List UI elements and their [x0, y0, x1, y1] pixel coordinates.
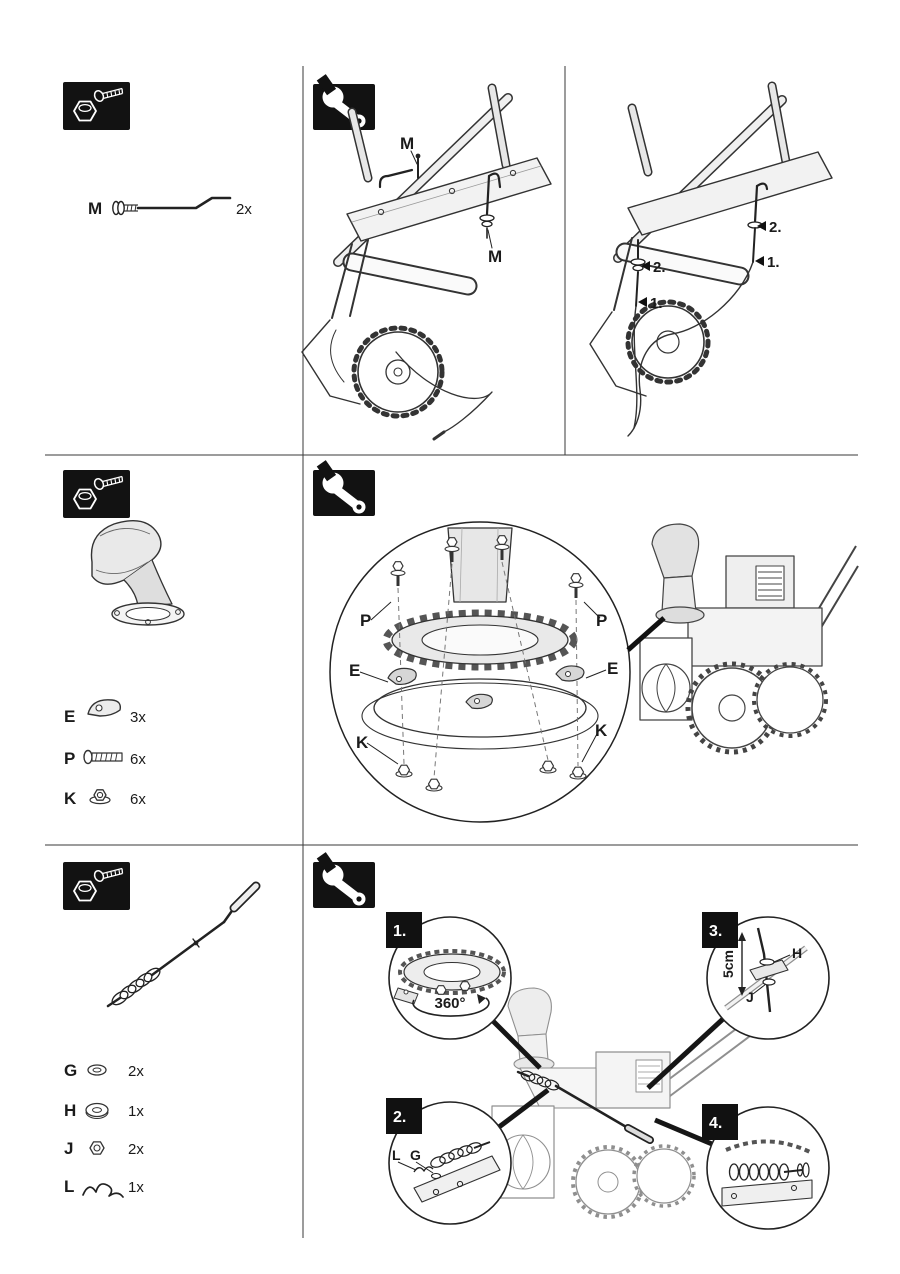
section1: M 2x — [62, 74, 833, 441]
callout-1: 360° 1. — [386, 912, 512, 1040]
part-l-qty: 1x — [128, 1179, 144, 1196]
hardware-kit-icon — [62, 861, 131, 911]
clip-e-group — [387, 665, 585, 710]
label-e-right: E — [607, 659, 618, 678]
label-p-right: P — [596, 611, 607, 630]
step-1-left: 1. — [650, 295, 663, 312]
callout-3-number-box — [702, 912, 738, 948]
part-g-qty: 2x — [128, 1063, 144, 1080]
label-l: L — [392, 1147, 401, 1163]
label-m-top: M — [400, 134, 414, 153]
callout-4-number-box — [702, 1104, 738, 1140]
part-m-key: M — [88, 199, 102, 218]
callout-2: L G 2. — [386, 1098, 512, 1225]
callout-4-number: 4. — [709, 1115, 722, 1132]
part-j-key: J — [64, 1139, 73, 1158]
snowblower-overview-small — [639, 523, 859, 755]
callout-1-number-box — [386, 912, 422, 948]
part-j-drawing — [89, 1141, 105, 1155]
part-e-drawing — [87, 699, 122, 717]
label-j: J — [746, 989, 754, 1005]
part-j-qty: 2x — [128, 1141, 144, 1158]
nut-k-group — [395, 760, 587, 792]
callout-1-number: 1. — [393, 923, 406, 940]
part-m-drawing — [112, 196, 232, 216]
distance-label: 5cm — [720, 950, 736, 978]
part-p-qty: 6x — [130, 751, 146, 768]
part-k-qty: 6x — [130, 791, 146, 808]
part-h-drawing — [85, 1102, 109, 1119]
rotation-label: 360° — [434, 995, 465, 1012]
magnifier-leader-line — [626, 616, 666, 652]
wrench-icon — [313, 74, 375, 130]
part-l-drawing — [82, 1183, 124, 1198]
callout-2-number-box — [386, 1098, 422, 1134]
bolt-p-group — [390, 535, 584, 598]
crank-part-drawing — [106, 881, 261, 1008]
part-l-key: L — [64, 1177, 74, 1196]
section3: G 2x H 1x J 2x L 1x — [62, 852, 830, 1230]
deflector-part-drawing — [90, 520, 185, 626]
step-1-right: 1. — [767, 254, 780, 271]
callout-3-number: 3. — [709, 923, 722, 940]
hardware-kit-icon — [62, 81, 131, 131]
part-h-qty: 1x — [128, 1103, 144, 1120]
hardware-kit-icon — [62, 469, 131, 519]
part-e-qty: 3x — [130, 709, 146, 726]
chute-mount-exploded-view — [329, 521, 631, 823]
part-k-key: K — [64, 789, 77, 808]
part-g-drawing — [87, 1064, 107, 1076]
part-p-drawing — [83, 749, 123, 765]
part-m-qty: 2x — [236, 201, 252, 218]
rod-attachment-diagram — [589, 81, 833, 437]
label-k-left: K — [356, 733, 369, 752]
part-g-key: G — [64, 1061, 77, 1080]
label-k-right: K — [595, 721, 608, 740]
part-h-key: H — [64, 1101, 76, 1120]
step-2-left: 2. — [653, 259, 666, 276]
panel-dividers — [45, 66, 858, 1238]
part-k-drawing — [89, 789, 111, 805]
part-e-key: E — [64, 707, 75, 726]
callout-3: 5cm H J 3. — [702, 912, 830, 1040]
label-p-left: P — [360, 611, 371, 630]
label-e-left: E — [349, 661, 360, 680]
callout-2-number: 2. — [393, 1109, 406, 1126]
part-p-key: P — [64, 749, 75, 768]
label-h: H — [792, 945, 802, 961]
wrench-icon — [313, 460, 375, 516]
label-m-bottom: M — [488, 247, 502, 266]
step-2-right: 2. — [769, 219, 782, 236]
callout-4: 4. — [702, 1104, 830, 1230]
wrench-icon — [313, 852, 375, 908]
label-g: G — [410, 1147, 421, 1163]
handlebar-assembly-diagram — [301, 83, 552, 441]
section2: E 3x P 6x K 6x — [62, 460, 859, 823]
